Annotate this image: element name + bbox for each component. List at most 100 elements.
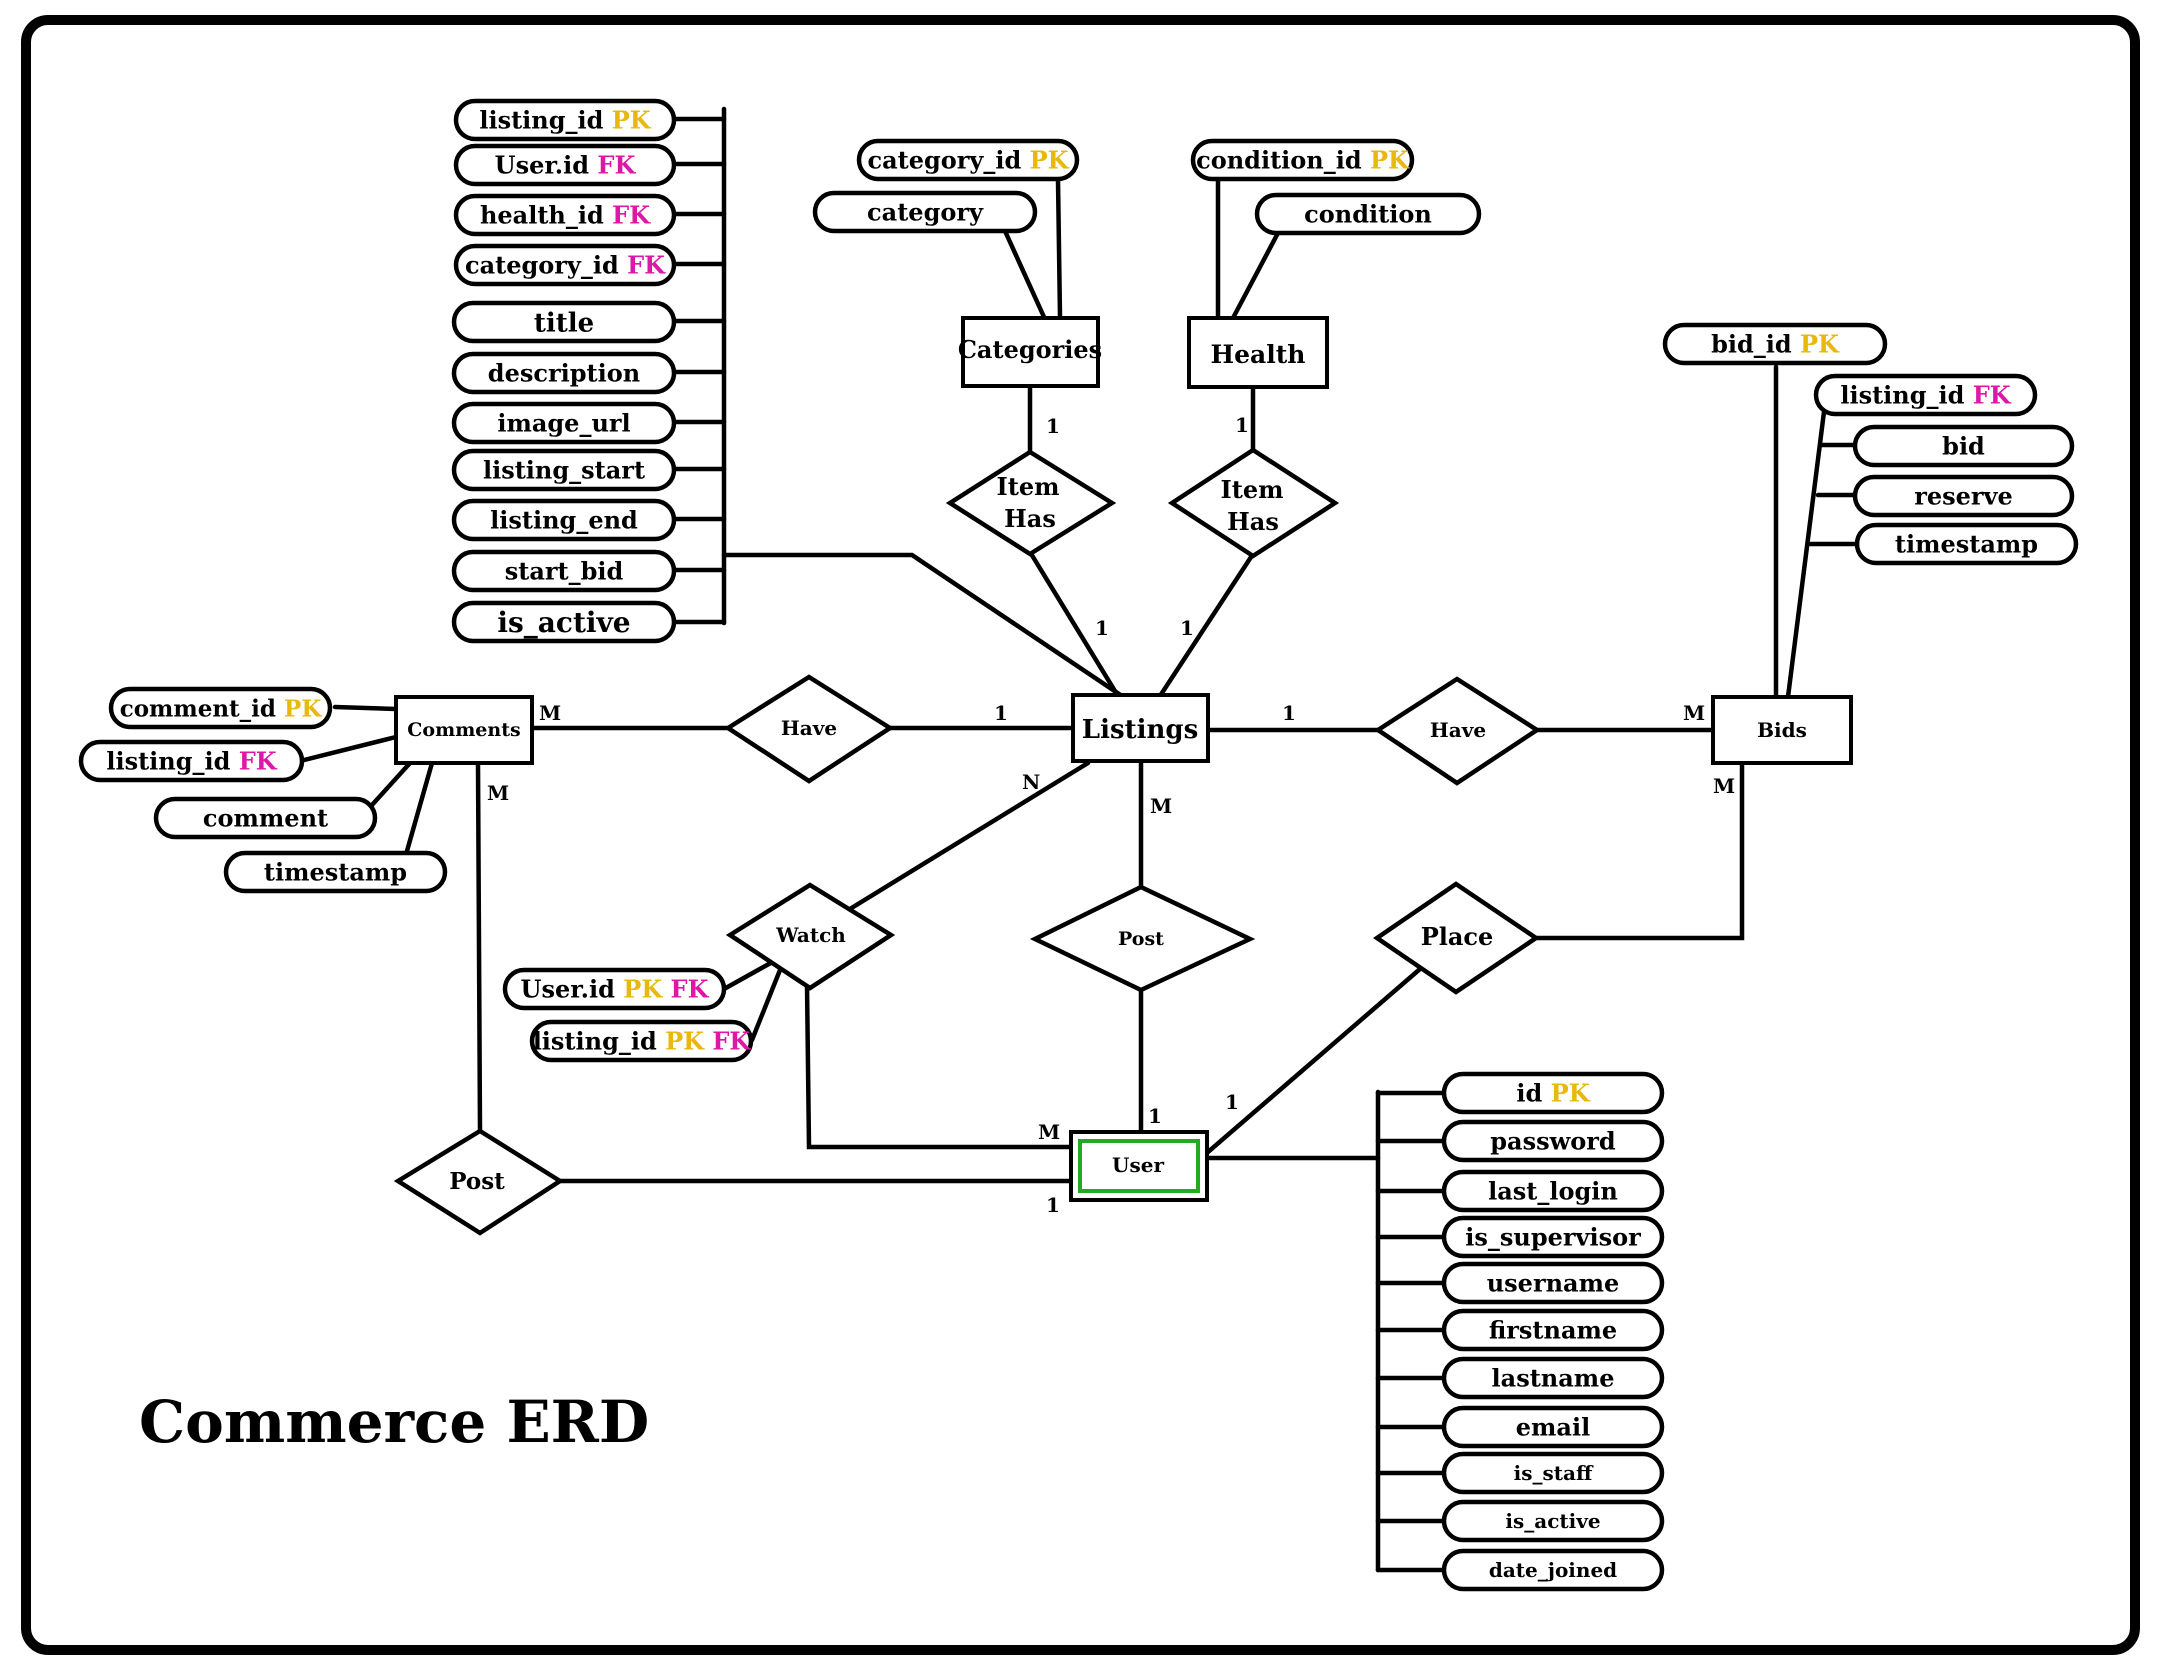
entity-comments[interactable]: Comments: [394, 695, 534, 765]
attribute-bids-timestamp[interactable]: timestamp: [1854, 522, 2079, 566]
attribute-name: health_id: [480, 201, 604, 230]
attribute-label: health_id FK: [480, 201, 651, 230]
attribute-label: reserve: [1914, 482, 2013, 511]
attribute-user-is-staff[interactable]: is_staff: [1441, 1451, 1665, 1495]
attribute-watch-listing-id[interactable]: listing_id PK FK: [529, 1019, 754, 1063]
relationship-have-comments[interactable]: Have: [723, 674, 895, 784]
card-watch-user: M: [1038, 1120, 1060, 1144]
attribute-label: email: [1516, 1413, 1590, 1442]
attribute-listings-title[interactable]: title: [451, 300, 677, 344]
attribute-user-lastname[interactable]: lastname: [1441, 1356, 1665, 1400]
relationship-item-has-health[interactable]: Item Has: [1167, 447, 1340, 559]
attribute-listings-start-bid[interactable]: start_bid: [451, 549, 677, 593]
attribute-bids-reserve[interactable]: reserve: [1852, 474, 2075, 518]
attribute-health-condition-id[interactable]: condition_id PK: [1190, 138, 1415, 182]
attribute-name: description: [488, 359, 640, 388]
attribute-pill: [1441, 1499, 1665, 1543]
attribute-name: bid: [1942, 432, 1985, 461]
entity-health[interactable]: Health: [1187, 316, 1329, 389]
attribute-user-password[interactable]: password: [1441, 1119, 1665, 1163]
attribute-label: last_login: [1488, 1177, 1618, 1206]
attribute-pill: [1852, 424, 2075, 468]
attribute-label: listing_id FK: [106, 747, 277, 776]
attribute-listings-category-id[interactable]: category_id FK: [453, 243, 677, 287]
relationship-item-has-category[interactable]: Item Has: [945, 449, 1117, 557]
attribute-name: is_active: [497, 606, 630, 639]
attribute-name: reserve: [1914, 482, 2013, 511]
attribute-listings-listing-end[interactable]: listing_end: [451, 498, 677, 542]
attribute-name: firstname: [1489, 1316, 1617, 1345]
attribute-user-username[interactable]: username: [1441, 1261, 1665, 1305]
attribute-pill: [1441, 1356, 1665, 1400]
attribute-label: date_joined: [1489, 1558, 1617, 1582]
primary-key-tag: PK: [1021, 146, 1069, 175]
entity-listings[interactable]: Listings: [1071, 693, 1210, 763]
primary-key-tag: PK: [1542, 1079, 1590, 1108]
attribute-label: is_staff: [1514, 1461, 1594, 1485]
relationship-watch[interactable]: Watch: [725, 882, 896, 991]
attribute-user-firstname[interactable]: firstname: [1441, 1308, 1665, 1352]
attribute-bids-bid[interactable]: bid: [1852, 424, 2075, 468]
attribute-bids-listing-id[interactable]: listing_id FK: [1813, 373, 2038, 417]
attribute-categories-category[interactable]: category: [812, 190, 1038, 234]
foreign-key-tag: FK: [589, 151, 636, 180]
attribute-categories-category-id[interactable]: category_id PK: [856, 138, 1080, 182]
attribute-bids-bid-id[interactable]: bid_id PK: [1662, 322, 1888, 366]
connector-lines: [297, 106, 1863, 1573]
card-post-user: 1: [1148, 1104, 1162, 1128]
foreign-key-tag: FK: [230, 747, 277, 776]
cardinality-labels: 1 1 1 1 M 1 1 M M N M M M 1 1 1: [487, 413, 1735, 1217]
attribute-label: listing_end: [490, 506, 638, 535]
attribute-pill: [1441, 1548, 1665, 1592]
attribute-pill: [453, 143, 677, 187]
attribute-name: timestamp: [264, 858, 407, 887]
attribute-label: listing_id FK: [1840, 381, 2011, 410]
attribute-name: category: [867, 198, 984, 227]
attribute-comments-listing-id[interactable]: listing_id FK: [78, 739, 305, 783]
entity-categories[interactable]: Categories: [958, 316, 1102, 388]
relationship-have-bids-label: Have: [1430, 718, 1486, 742]
attribute-comments-comment-id[interactable]: comment_id PK: [108, 686, 333, 730]
attribute-user-date-joined[interactable]: date_joined: [1441, 1548, 1665, 1592]
entity-user[interactable]: User: [1069, 1130, 1209, 1202]
attribute-pill: [1813, 373, 2038, 417]
entity-bids-label: Bids: [1757, 718, 1807, 742]
attribute-name: lastname: [1492, 1364, 1615, 1393]
attribute-listings-listing-start[interactable]: listing_start: [451, 448, 677, 492]
relationship-post-comment[interactable]: Post: [393, 1128, 565, 1236]
attribute-listings-health-id[interactable]: health_id FK: [453, 193, 677, 237]
attribute-name: comment_id: [120, 695, 276, 722]
attribute-comments-timestamp[interactable]: timestamp: [223, 850, 448, 894]
attribute-name: listing_id: [1840, 381, 1964, 410]
attribute-listings-user-id[interactable]: User.id FK: [453, 143, 677, 187]
attribute-comments-comment[interactable]: comment: [153, 796, 378, 840]
attribute-user-last-login[interactable]: last_login: [1441, 1169, 1665, 1213]
attribute-listings-is-active[interactable]: is_active: [451, 600, 677, 644]
attribute-label: firstname: [1489, 1316, 1617, 1345]
card-comments-post: M: [487, 781, 509, 805]
relationship-have-bids[interactable]: Have: [1373, 676, 1542, 786]
attribute-name: is_supervisor: [1465, 1223, 1641, 1252]
relationship-place[interactable]: Place: [1373, 881, 1541, 995]
attribute-listings-description[interactable]: description: [451, 351, 677, 395]
attribute-user-email[interactable]: email: [1441, 1405, 1665, 1449]
attribute-listings-listing-id[interactable]: listing_id PK: [453, 98, 677, 142]
attribute-pill: [451, 448, 677, 492]
attribute-health-condition[interactable]: condition: [1254, 192, 1482, 236]
card-have-listings-left: 1: [994, 701, 1008, 725]
entity-health-label: Health: [1211, 340, 1306, 369]
attribute-user-is-supervisor[interactable]: is_supervisor: [1441, 1215, 1665, 1259]
attribute-pill: [1441, 1071, 1665, 1115]
card-categories-item-has: 1: [1046, 414, 1060, 438]
attribute-watch-user-id[interactable]: User.id PK FK: [502, 967, 727, 1011]
attribute-label: is_active: [1505, 1509, 1600, 1533]
entity-bids[interactable]: Bids: [1711, 695, 1853, 765]
attribute-label: bid_id PK: [1711, 330, 1840, 359]
attribute-listings-image-url[interactable]: image_url: [451, 401, 677, 445]
attribute-label: image_url: [497, 409, 630, 438]
attribute-user-is-active[interactable]: is_active: [1441, 1499, 1665, 1543]
relationship-post-listing[interactable]: Post: [1029, 884, 1256, 993]
card-comments-have: M: [539, 701, 561, 725]
attribute-user-id[interactable]: id PK: [1441, 1071, 1665, 1115]
